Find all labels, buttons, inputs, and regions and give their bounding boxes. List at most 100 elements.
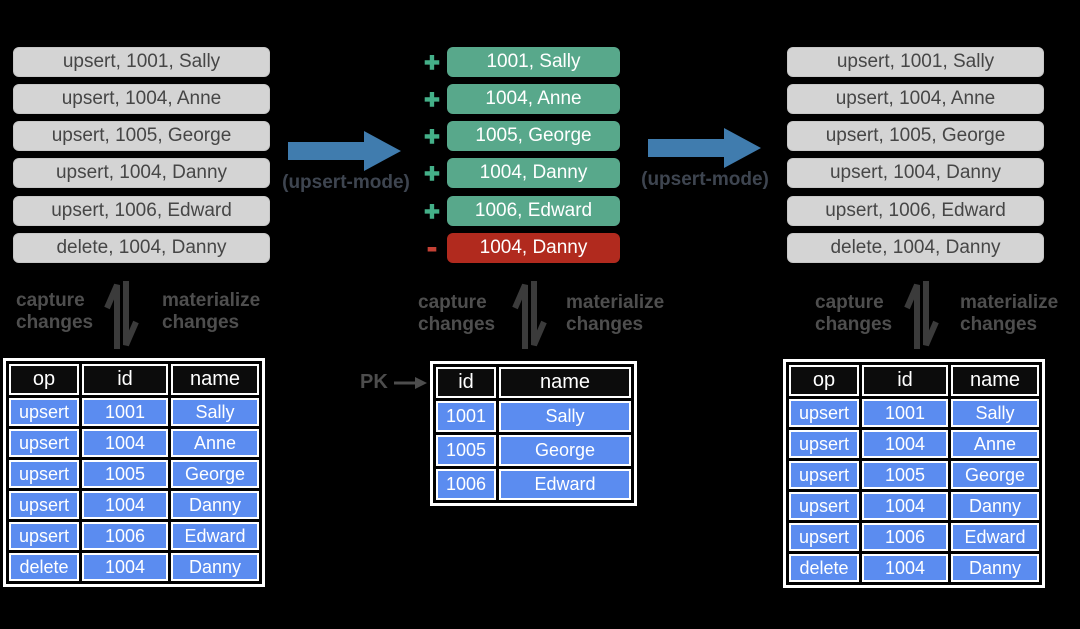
table-row: upsert 1005 George — [9, 460, 259, 488]
materialize-changes-label: materialize changes — [960, 292, 1058, 336]
table-row: 1001 Sally — [436, 401, 631, 432]
up-down-arrows-icon — [104, 281, 139, 349]
event-box: upsert, 1006, Edward — [787, 196, 1044, 226]
capture-label-line: capture — [815, 292, 884, 313]
event-box: delete, 1004, Danny — [13, 233, 270, 263]
table-row: upsert 1004 Anne — [9, 429, 259, 457]
right-arrow-icon — [648, 128, 761, 168]
table-row: upsert 1004 Danny — [789, 492, 1039, 520]
table-cell: Danny — [171, 491, 259, 519]
table-cell: 1005 — [436, 435, 496, 466]
table-cell: Danny — [171, 553, 259, 581]
column-header: id — [862, 365, 948, 396]
capture-label-line: changes — [16, 312, 94, 333]
minus-icon: - — [427, 231, 438, 265]
up-down-arrows-icon — [512, 281, 547, 349]
table-cell: 1004 — [862, 430, 948, 458]
pk-label: PK — [360, 371, 388, 393]
right-arrow-icon — [288, 131, 401, 171]
table-cell: Sally — [499, 401, 631, 432]
flow-arrow-label: (upsert-mode) — [282, 172, 410, 193]
column-header: op — [789, 365, 859, 396]
table-cell: Edward — [171, 522, 259, 550]
changelog-entry-add: 1001, Sally — [447, 47, 620, 77]
materialize-label-line: changes — [960, 314, 1038, 335]
pk-arrow-icon — [394, 377, 427, 389]
changelog-entry-add: 1006, Edward — [447, 196, 620, 226]
table-cell: 1001 — [82, 398, 168, 426]
column-header: name — [171, 364, 259, 395]
table-cell: 1001 — [862, 399, 948, 427]
event-box: delete, 1004, Danny — [787, 233, 1044, 263]
table-row: upsert 1004 Anne — [789, 430, 1039, 458]
column-header: name — [951, 365, 1039, 396]
table-cell: Danny — [951, 554, 1039, 582]
table-row: upsert 1005 George — [789, 461, 1039, 489]
table-cell: upsert — [789, 492, 859, 520]
table-cell: 1004 — [862, 554, 948, 582]
column-header: op — [9, 364, 79, 395]
table-row: upsert 1006 Edward — [789, 523, 1039, 551]
table-cell: Sally — [951, 399, 1039, 427]
table-header-row: op id name — [789, 365, 1039, 396]
table-cell: upsert — [9, 429, 79, 457]
table-cell: upsert — [9, 491, 79, 519]
table-cell: upsert — [789, 430, 859, 458]
table-cell: Edward — [499, 469, 631, 500]
event-box: upsert, 1004, Danny — [13, 158, 270, 188]
table-cell: 1001 — [436, 401, 496, 432]
source-table-left: op id name upsert 1001 Sally upsert 1004… — [3, 358, 265, 587]
materialize-label-line: materialize — [566, 292, 665, 313]
table-cell: delete — [789, 554, 859, 582]
capture-label-line: capture — [16, 290, 85, 311]
materialized-table-middle: id name 1001 Sally 1005 George 1006 Edwa… — [430, 361, 637, 506]
column-header: name — [499, 367, 631, 398]
event-box: upsert, 1001, Sally — [787, 47, 1044, 77]
plus-icon: + — [424, 157, 441, 189]
event-box: upsert, 1006, Edward — [13, 196, 270, 226]
table-cell: upsert — [789, 523, 859, 551]
plus-icon: + — [424, 195, 441, 227]
materialize-label-line: changes — [162, 312, 240, 333]
capture-changes-label: capture changes — [815, 292, 892, 336]
event-box: upsert, 1004, Danny — [787, 158, 1044, 188]
plus-icon: + — [424, 120, 441, 152]
table-row: upsert 1004 Danny — [9, 491, 259, 519]
column-header: id — [82, 364, 168, 395]
table-cell: George — [171, 460, 259, 488]
table-cell: Danny — [951, 492, 1039, 520]
capture-label-line: capture — [418, 292, 487, 313]
table-cell: upsert — [9, 460, 79, 488]
up-down-arrows-icon — [904, 281, 939, 349]
table-row: delete 1004 Danny — [789, 554, 1039, 582]
capture-label-line: changes — [815, 314, 893, 335]
materialize-changes-label: materialize changes — [162, 290, 260, 334]
table-cell: upsert — [789, 399, 859, 427]
table-header-row: op id name — [9, 364, 259, 395]
table-cell: 1005 — [862, 461, 948, 489]
table-cell: 1004 — [862, 492, 948, 520]
changelog-entry-add: 1004, Danny — [447, 158, 620, 188]
table-row: 1005 George — [436, 435, 631, 466]
event-box: upsert, 1005, George — [13, 121, 270, 151]
table-cell: Anne — [171, 429, 259, 457]
capture-changes-label: capture changes — [16, 290, 93, 334]
table-cell: 1005 — [82, 460, 168, 488]
table-row: upsert 1006 Edward — [9, 522, 259, 550]
table-cell: delete — [9, 553, 79, 581]
table-row: upsert 1001 Sally — [9, 398, 259, 426]
event-box: upsert, 1005, George — [787, 121, 1044, 151]
table-row: upsert 1001 Sally — [789, 399, 1039, 427]
table-cell: Anne — [951, 430, 1039, 458]
plus-icon: + — [424, 83, 441, 115]
table-cell: 1004 — [82, 491, 168, 519]
changelog-entry-delete: 1004, Danny — [447, 233, 620, 263]
materialize-label-line: materialize — [162, 290, 261, 311]
table-cell: George — [499, 435, 631, 466]
table-cell: George — [951, 461, 1039, 489]
table-row: 1006 Edward — [436, 469, 631, 500]
table-cell: 1004 — [82, 553, 168, 581]
materialize-label-line: changes — [566, 314, 644, 335]
table-header-row: id name — [436, 367, 631, 398]
